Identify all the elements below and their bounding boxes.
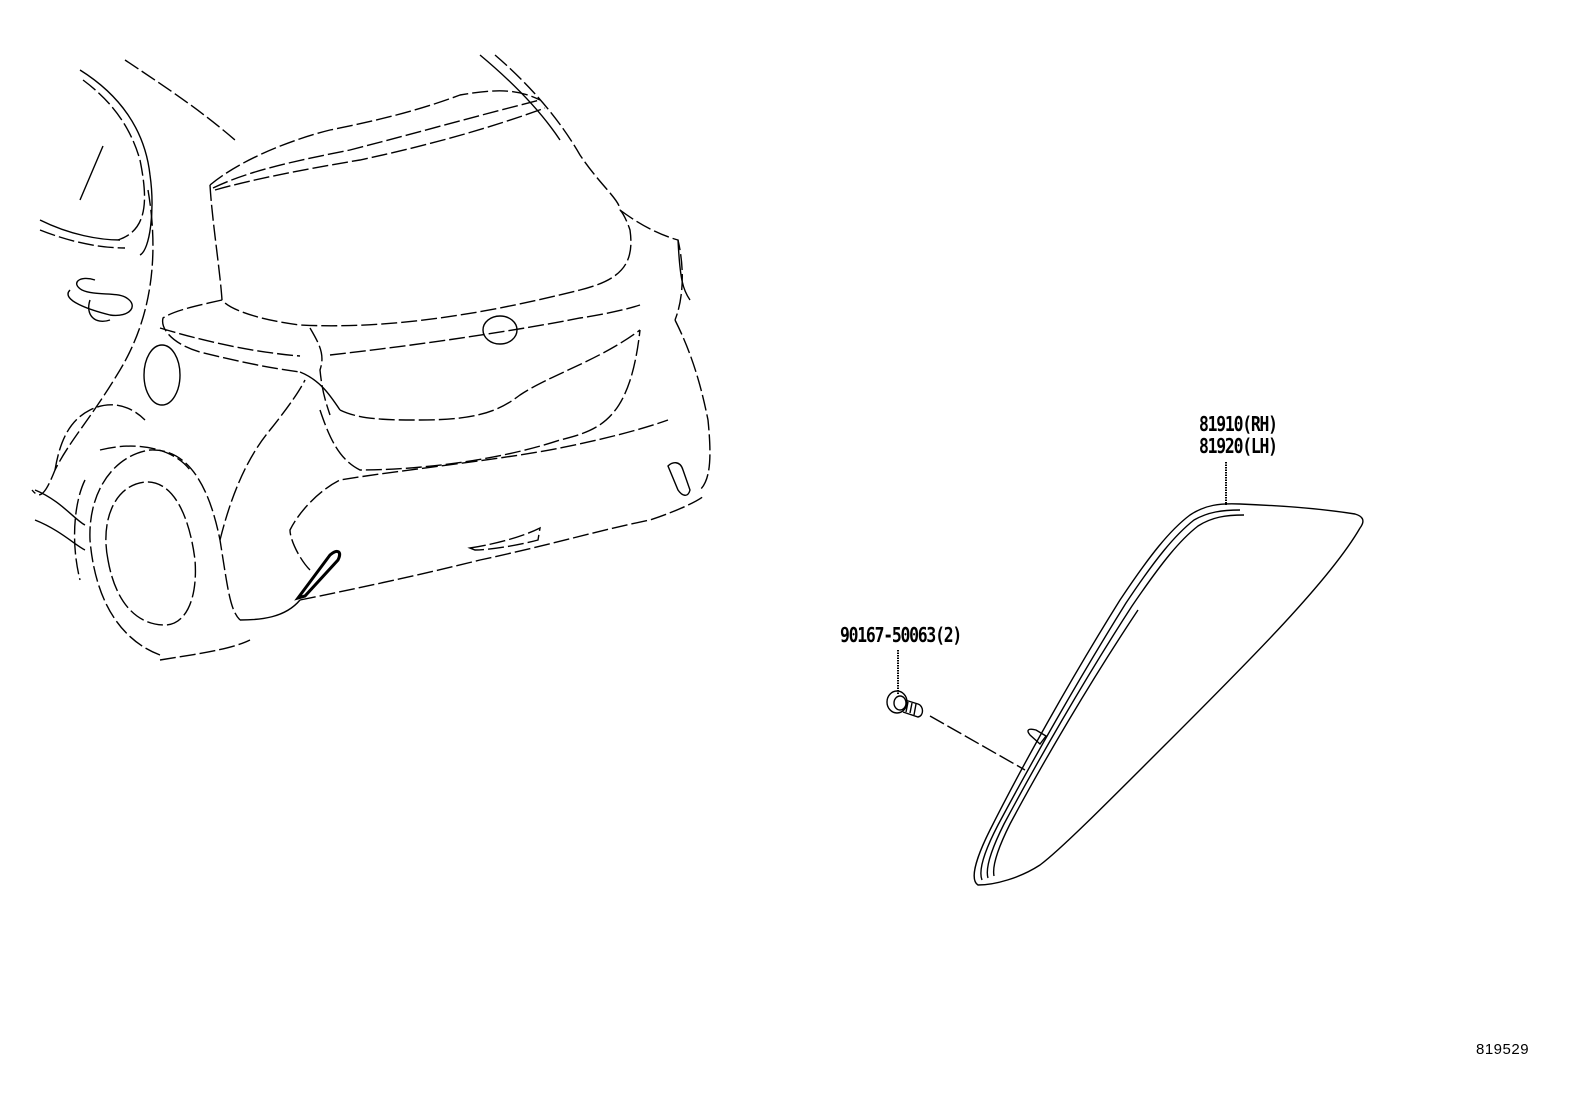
screw-illustration [886, 650, 1026, 771]
reflector-on-car-icon [294, 549, 342, 601]
callout-reflector: 81910(RH) 81920(LH) [1199, 412, 1278, 458]
car-rear-illustration [31, 54, 711, 661]
part-number-rh: 81910(RH) [1199, 412, 1278, 436]
reflector-clip-icon [1027, 728, 1048, 746]
assembly-line [929, 715, 1026, 771]
reflector-illustration [973, 462, 1364, 886]
callout-screw: 90167-50063(2) [840, 623, 962, 647]
part-number-lh: 81920(LH) [1199, 434, 1278, 458]
part-number-screw: 90167-50063(2) [840, 623, 962, 647]
diagram-reference-number: 819529 [1476, 1041, 1530, 1058]
